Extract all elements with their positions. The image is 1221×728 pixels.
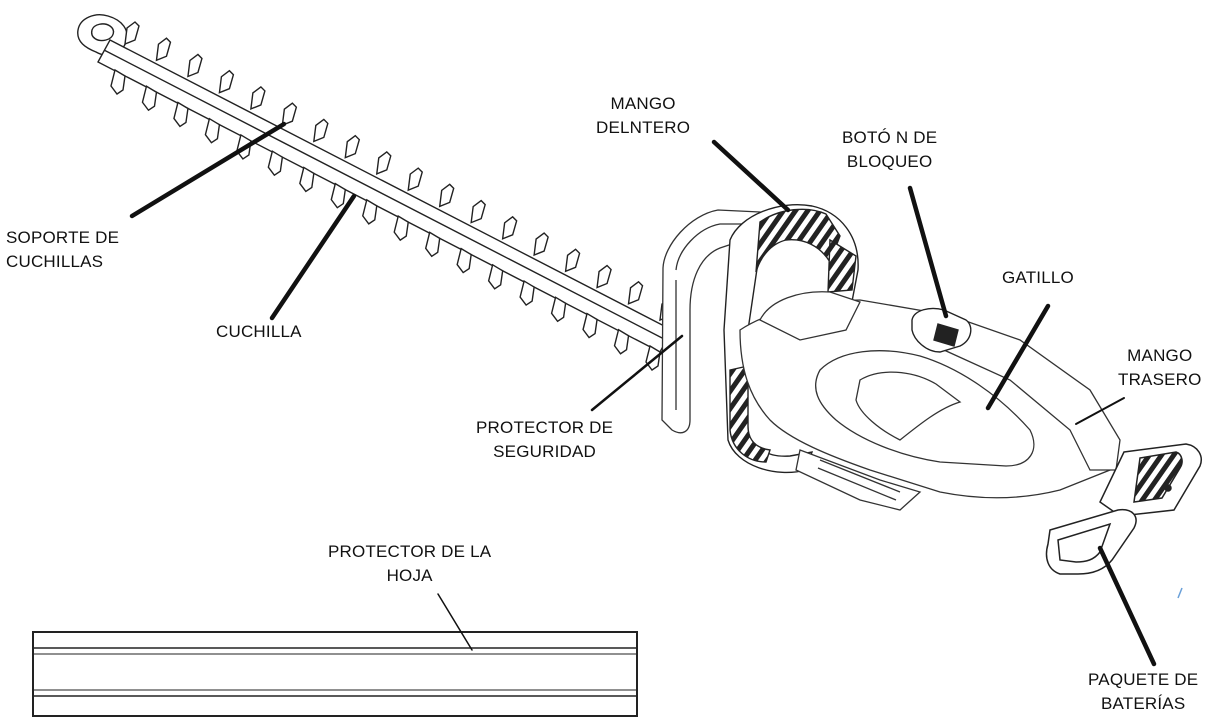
- blade-tooth-bottom: [519, 279, 535, 307]
- leader-cuchilla: [269, 193, 357, 321]
- leader-boton: [907, 185, 949, 319]
- blade-tooth-bottom: [487, 263, 504, 290]
- blade-tooth-top: [627, 280, 644, 305]
- label-cuchilla: CUCHILLA: [216, 320, 302, 344]
- blade-cover: [32, 631, 638, 717]
- blade-tooth-bottom: [299, 166, 315, 193]
- label-protector-seguridad-line2: SEGURIDAD: [493, 442, 597, 461]
- lock-off-button: [911, 307, 972, 353]
- label-mango-delantero: MANGO DELNTERO: [596, 92, 690, 140]
- leader-paquete: [1097, 545, 1157, 667]
- blade-tooth-bottom: [330, 182, 347, 209]
- label-protector-de-seguridad: PROTECTOR DE SEGURIDAD: [476, 416, 613, 464]
- label-mango-trasero-line1: MANGO: [1127, 346, 1193, 365]
- label-boton-line1: BOTÓ N DE: [842, 128, 938, 147]
- label-gatillo-line1: GATILLO: [1002, 268, 1074, 287]
- blade-tooth-top: [470, 199, 486, 224]
- blade-tooth-top: [407, 167, 424, 192]
- blade-tooth-top: [501, 215, 518, 240]
- leader-protector-hoja: [437, 593, 473, 651]
- leader-mango-delantero: [711, 139, 791, 213]
- label-mango-trasero: MANGO TRASERO: [1118, 344, 1202, 392]
- label-soporte-line2: CUCHILLAS: [6, 252, 104, 271]
- blade-tooth-bottom: [613, 328, 630, 355]
- label-paquete-line1: PAQUETE DE: [1088, 670, 1199, 689]
- motor-body: [739, 291, 1121, 511]
- leader-gatillo: [985, 303, 1051, 411]
- blade-tooth-bottom: [424, 231, 441, 258]
- label-protector-seguridad-line1: PROTECTOR DE: [476, 418, 614, 437]
- blade-tooth-top: [344, 134, 361, 159]
- stray-mark: [1177, 587, 1183, 599]
- blade-tooth-bottom: [362, 198, 378, 225]
- blade-tooth-bottom: [550, 296, 567, 323]
- leader-soporte: [129, 121, 287, 219]
- front-handle: [723, 204, 859, 474]
- leader-mango-trasero: [1075, 397, 1125, 425]
- label-soporte-de-cuchillas: SOPORTE DE CUCHILLAS: [6, 226, 119, 274]
- label-soporte-line1: SOPORTE DE: [6, 228, 120, 247]
- label-mango-delantero-line1: MANGO: [610, 94, 676, 113]
- leader-protector-seguridad: [590, 334, 684, 412]
- blade-tooth-bottom: [393, 215, 409, 242]
- blade-tooth-top: [564, 248, 581, 273]
- blade-tooth-bottom: [267, 150, 284, 177]
- safety-guard: [661, 209, 771, 434]
- label-gatillo: GATILLO: [1002, 266, 1074, 290]
- blade-assembly: [77, 14, 675, 371]
- blade-tooth-top: [155, 37, 172, 62]
- blade-tooth-top: [250, 86, 266, 111]
- blade-tooth-top: [187, 53, 203, 78]
- label-mango-trasero-line2: TRASERO: [1118, 370, 1202, 389]
- blade-tooth-bottom: [204, 117, 221, 144]
- label-protector-hoja-line1: PROTECTOR DE LA: [328, 542, 492, 561]
- blade-tooth-bottom: [582, 312, 598, 339]
- leader-lines: [129, 121, 1157, 667]
- blade-tooth-bottom: [110, 68, 126, 95]
- label-protector-de-la-hoja: PROTECTOR DE LA HOJA: [328, 540, 491, 588]
- blade-tooth-top: [596, 264, 612, 289]
- label-boton-de-bloqueo: BOTÓ N DE BLOQUEO: [842, 126, 937, 174]
- label-boton-line2: BLOQUEO: [846, 152, 933, 171]
- blade-bar: [97, 39, 673, 353]
- blade-tooth-bottom: [141, 85, 158, 112]
- blade-tooth-top: [124, 21, 140, 46]
- label-paquete-de-baterias: PAQUETE DE BATERÍAS: [1088, 668, 1198, 716]
- blade-tooth-top: [533, 232, 549, 257]
- label-mango-delantero-line2: DELNTERO: [596, 118, 691, 137]
- blade-teeth-bottom: [110, 68, 661, 371]
- blade-tooth-top: [281, 102, 298, 127]
- blade-tooth-bottom: [173, 101, 189, 128]
- blade-tooth-bottom: [456, 247, 472, 274]
- battery-pack: [1045, 443, 1202, 575]
- label-cuchilla-line1: CUCHILLA: [216, 322, 302, 341]
- blade-tooth-top: [312, 118, 329, 143]
- blade-tooth-top: [438, 183, 455, 208]
- blade-tooth-top: [375, 150, 392, 175]
- label-paquete-line2: BATERÍAS: [1100, 694, 1186, 713]
- blade-tooth-top: [218, 69, 235, 94]
- label-protector-hoja-line2: HOJA: [386, 566, 433, 585]
